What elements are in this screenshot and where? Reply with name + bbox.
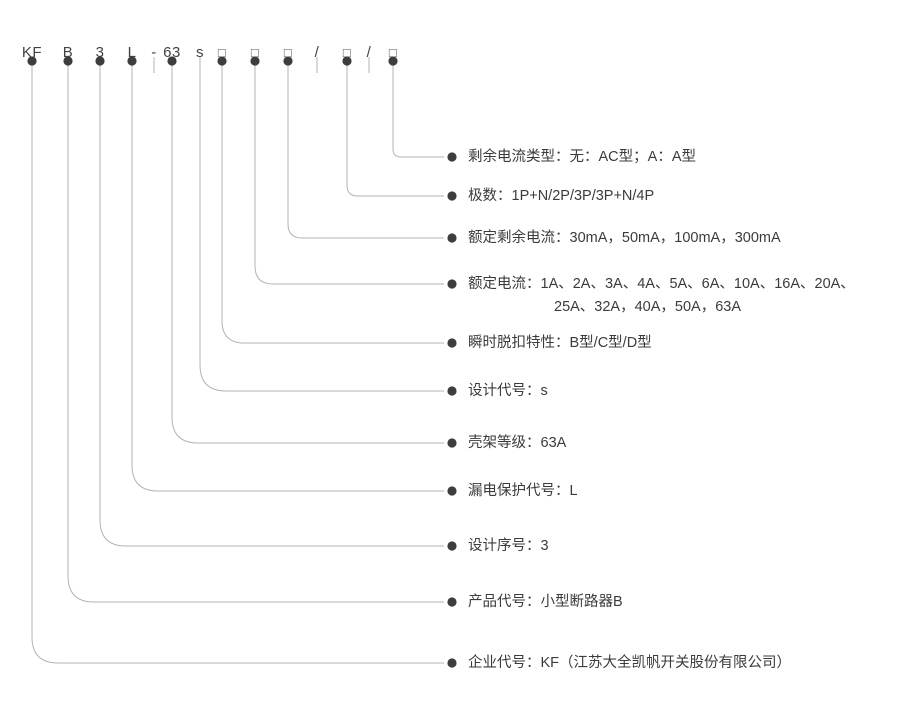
annotation-residual-current: 额定剩余电流：30mA，50mA，100mA，300mA — [468, 227, 781, 250]
code-segment-rated-current: □ — [250, 45, 260, 60]
code-segment-trip-curve: □ — [217, 45, 227, 60]
annotation-bullet-trip-curve — [447, 338, 457, 348]
annotation-frame: 壳架等级：63A — [468, 432, 566, 455]
code-segment-design-code: s — [196, 44, 204, 61]
leader-line-enterprise — [31, 61, 444, 664]
code-segment-slash-2: / — [366, 44, 372, 61]
leader-line-design-serial — [99, 61, 444, 547]
annotation-text: 壳架等级：63A — [468, 435, 567, 451]
code-segment-frame: 63 — [163, 44, 181, 61]
annotation-text: 产品代号：小型断路器B — [468, 594, 623, 610]
annotation-trip-curve: 瞬时脱扣特性：B型/C型/D型 — [468, 332, 652, 355]
annotation-bullet-enterprise — [447, 658, 457, 668]
annotation-bullet-leakage — [447, 486, 457, 496]
leader-line-trip-curve — [221, 61, 444, 344]
annotation-text: 额定剩余电流：30mA，50mA，100mA，300mA — [468, 230, 781, 246]
annotation-bullet-frame — [447, 438, 457, 448]
annotation-text: 企业代号：KF（江苏大全凯帆开关股份有限公司） — [468, 655, 792, 671]
annotation-text: 漏电保护代号：L — [468, 483, 578, 499]
code-segment-dash: - — [151, 44, 157, 61]
annotation-enterprise: 企业代号：KF（江苏大全凯帆开关股份有限公司） — [468, 652, 791, 675]
leader-line-leakage — [131, 61, 444, 492]
leader-line-product — [67, 61, 444, 603]
annotation-text: 瞬时脱扣特性：B型/C型/D型 — [468, 335, 652, 351]
annotation-bullet-rated-current — [447, 279, 457, 289]
annotation-poles: 极数：1P+N/2P/3P/3P+N/4P — [468, 185, 654, 208]
annotation-design-code: 设计代号：s — [468, 380, 548, 403]
annotation-text: 设计代号：s — [468, 383, 548, 399]
leader-line-design-code — [199, 61, 444, 392]
annotation-residual-type: 剩余电流类型：无：AC型；A：A型 — [468, 146, 696, 169]
leader-line-residual-type — [392, 61, 444, 158]
annotation-text: 设计序号：3 — [468, 538, 549, 554]
code-segment-slash-1: / — [314, 44, 320, 61]
code-segment-enterprise: KF — [21, 44, 43, 61]
code-segment-product: B — [62, 44, 74, 61]
code-segment-design-serial: 3 — [95, 44, 105, 61]
leader-line-residual-current — [287, 61, 444, 239]
annotation-text: 剩余电流类型：无：AC型；A：A型 — [468, 149, 696, 165]
annotation-leakage: 漏电保护代号：L — [468, 480, 578, 503]
annotation-design-serial: 设计序号：3 — [468, 535, 549, 558]
annotation-bullet-residual-type — [447, 152, 457, 162]
leader-line-poles — [346, 61, 444, 197]
code-segment-residual-type: □ — [388, 45, 398, 60]
code-segment-poles: □ — [342, 45, 352, 60]
annotation-bullet-design-code — [447, 386, 457, 396]
leader-line-rated-current — [254, 61, 444, 285]
annotation-bullet-poles — [447, 191, 457, 201]
annotation-text: 极数：1P+N/2P/3P/3P+N/4P — [468, 188, 655, 204]
annotation-text-line2: 25A、32A，40A，50A，63A — [554, 299, 741, 315]
annotation-text: 额定电流：1A、2A、3A、4A、5A、6A、10A、16A、20A、 — [468, 276, 855, 292]
annotation-bullet-residual-current — [447, 233, 457, 243]
annotation-bullet-product — [447, 597, 457, 607]
code-segment-leakage: L — [127, 44, 137, 61]
leader-line-frame — [171, 61, 444, 444]
code-segment-residual-current: □ — [283, 45, 293, 60]
annotation-product: 产品代号：小型断路器B — [468, 591, 623, 614]
annotation-rated-current: 额定电流：1A、2A、3A、4A、5A、6A、10A、16A、20A、 25A、3… — [468, 273, 855, 319]
annotation-bullet-design-serial — [447, 541, 457, 551]
